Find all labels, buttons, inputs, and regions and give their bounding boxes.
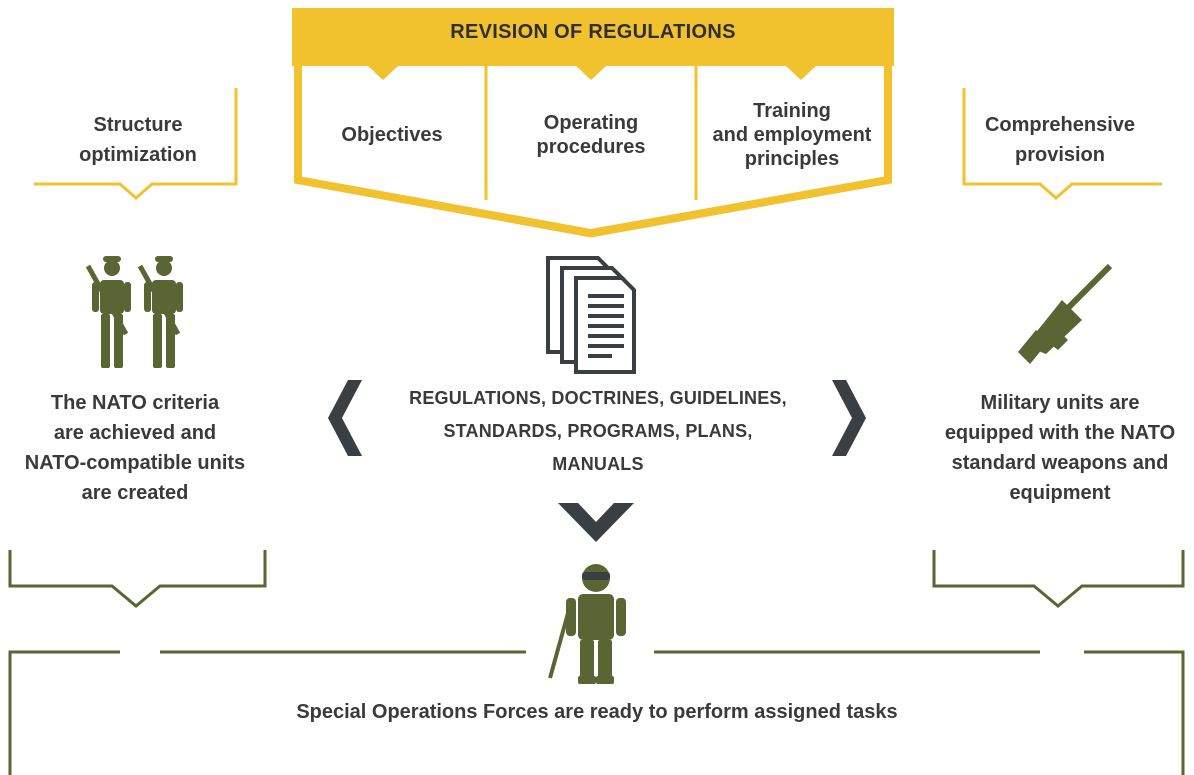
right-heading: Comprehensive provision [984,114,1136,166]
documents-list: REGULATIONS, DOCTRINES, GUIDELINES, STAN… [409,388,787,474]
revision-banner [292,8,894,238]
column-objectives: Objectives [341,124,443,146]
documents-icon [546,256,636,374]
left-result-bracket [8,550,267,608]
special-forces-soldier-icon [548,564,626,684]
down-arrow-icon [558,503,634,542]
left-arrow-icon [328,380,362,456]
right-heading-bracket [962,88,1162,200]
right-result-text: Military units are equipped with the NAT… [944,392,1176,504]
revision-title: REVISION OF REGULATIONS [450,21,736,43]
column-operating-procedures: Operating procedures [536,112,646,158]
soldiers-icon [85,256,183,368]
left-heading: Structure optimization [79,114,197,166]
right-result-bracket [932,550,1185,608]
right-arrow-icon [832,380,866,456]
left-result-text: The NATO criteria are achieved and NATO-… [24,392,246,504]
outcome-text: Special Operations Forces are ready to p… [296,701,898,723]
rifle-icon [1018,263,1113,364]
outcome-frame [8,650,1185,775]
left-heading-bracket [34,88,238,200]
column-training-principles: Training and employment principles [712,100,872,170]
